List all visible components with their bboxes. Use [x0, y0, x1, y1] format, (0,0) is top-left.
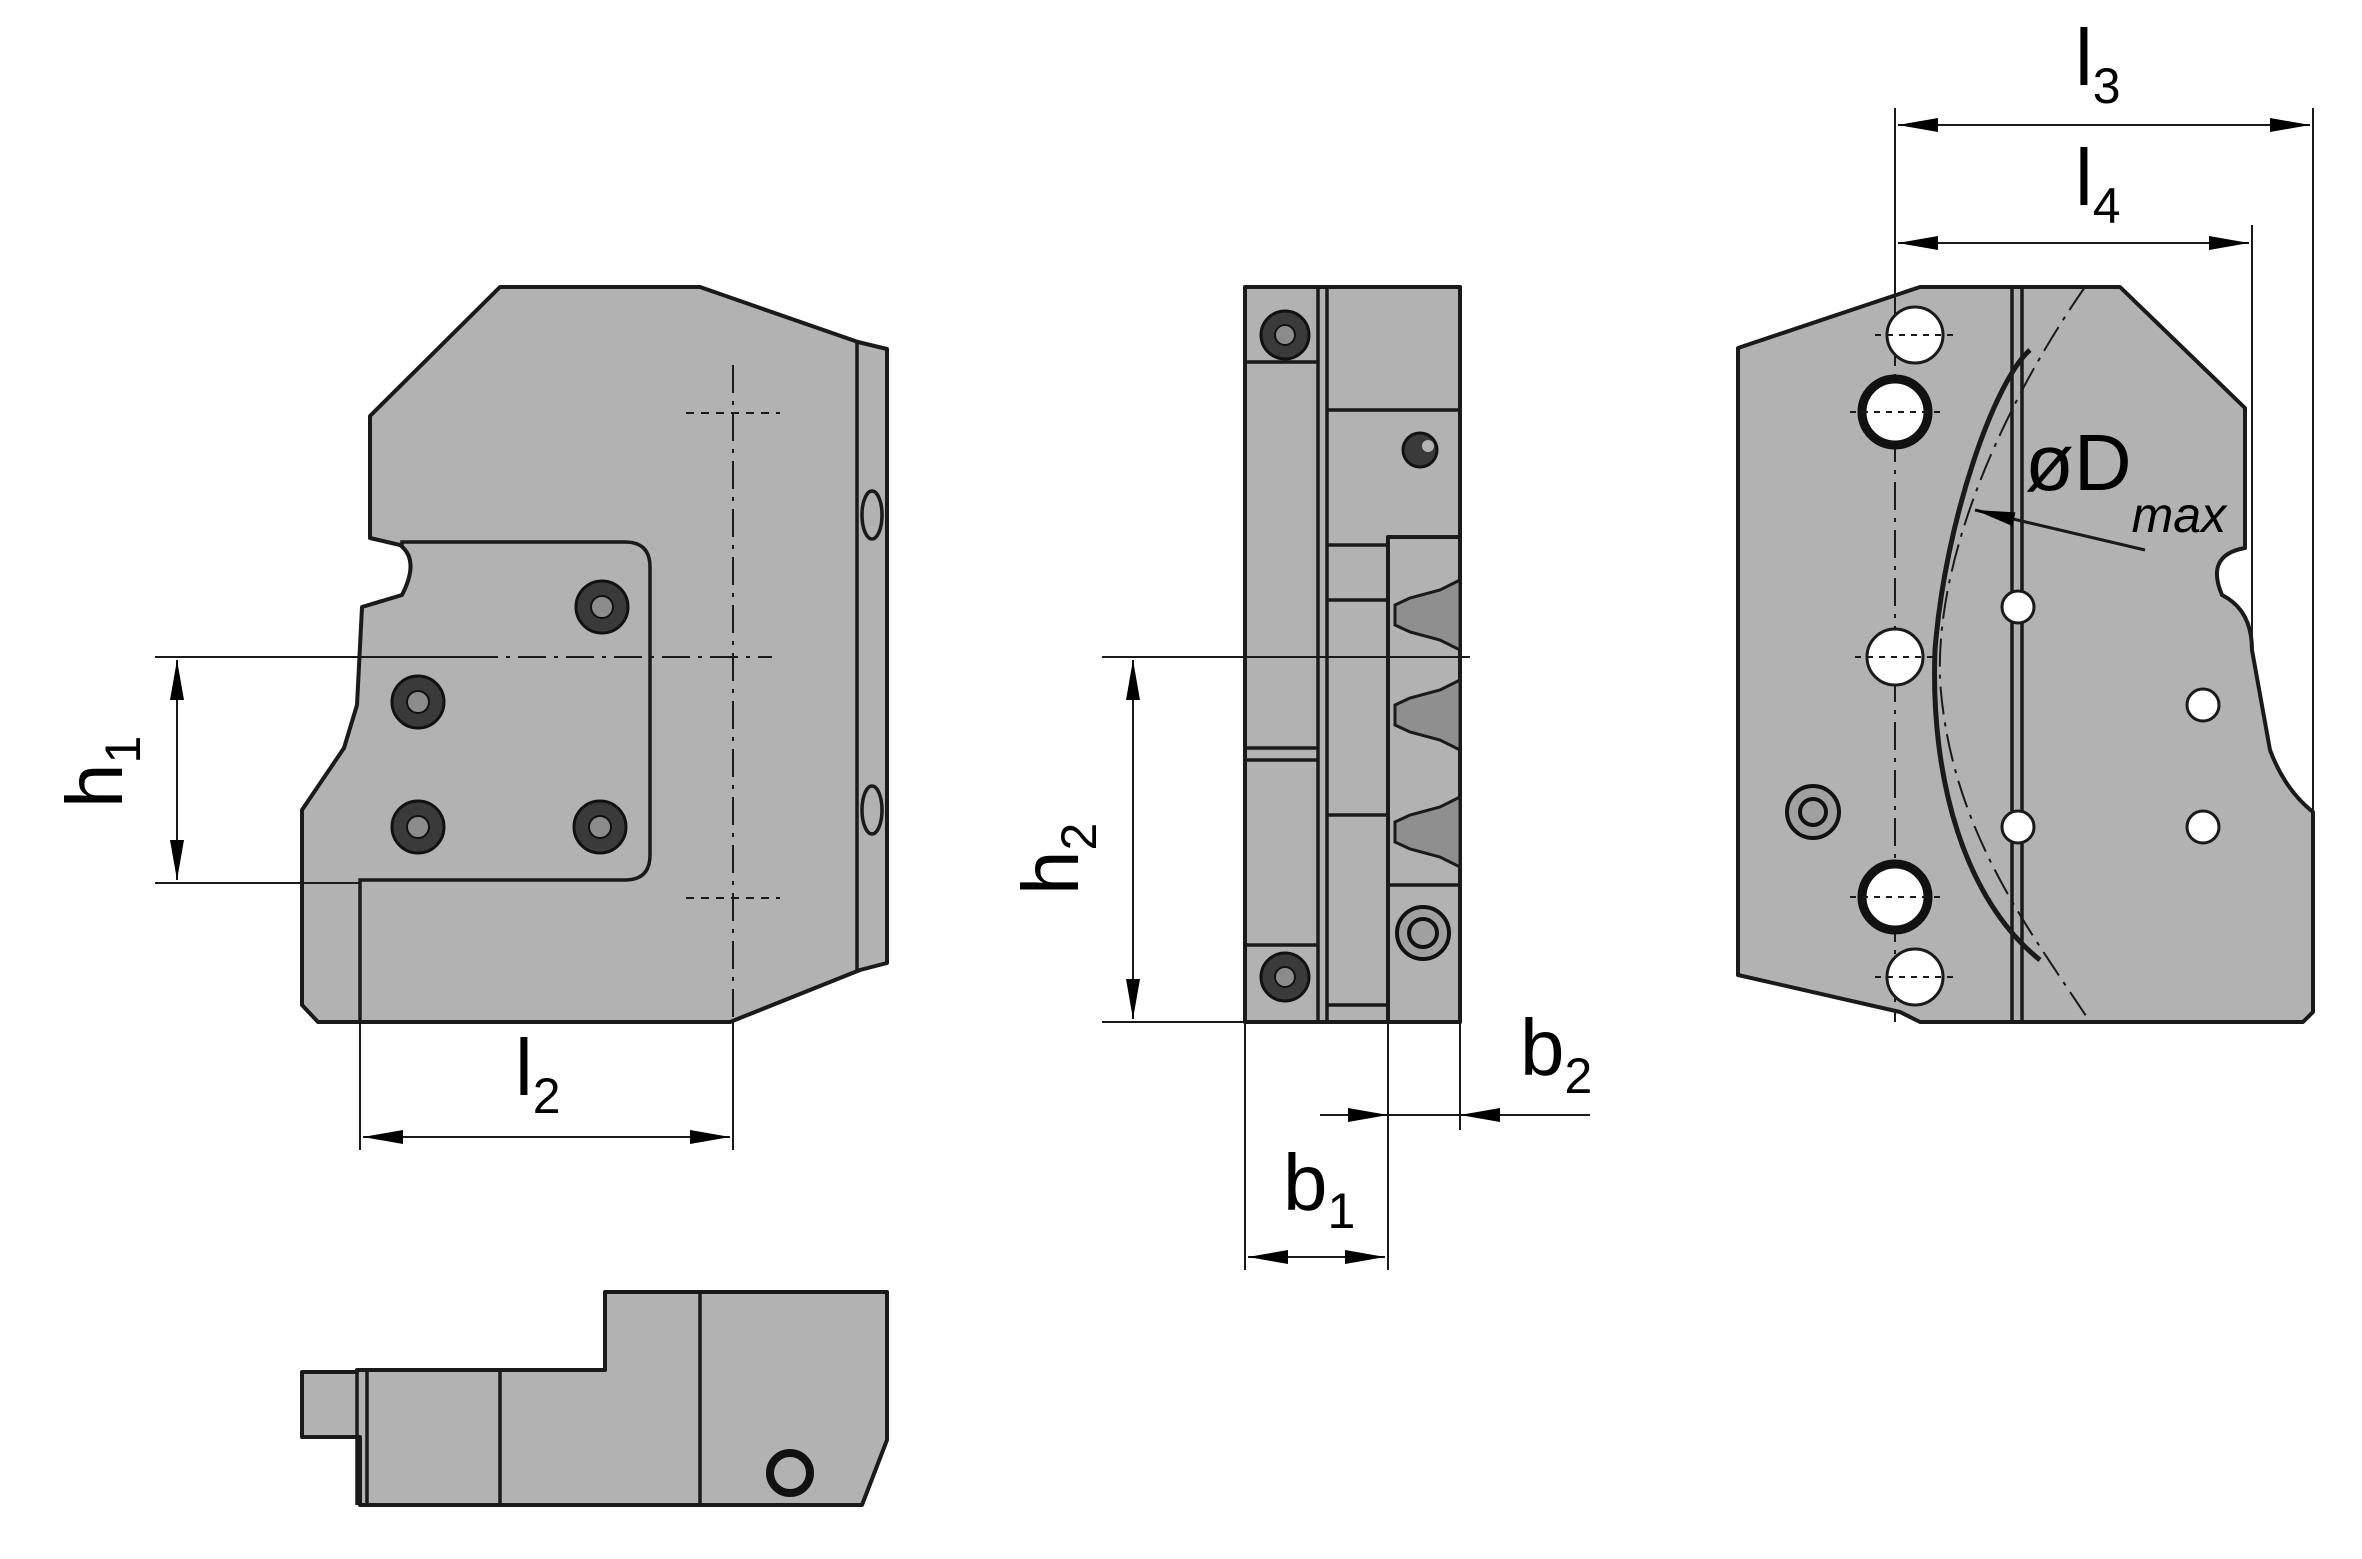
hole-icon [1857, 859, 1933, 935]
hole-icon [2185, 809, 2221, 845]
front-view [300, 285, 889, 1024]
b2-label: b2 [1520, 1003, 1592, 1104]
port-icon [1395, 905, 1451, 961]
h2-label: h2 [1006, 823, 1107, 895]
screw-icon [390, 799, 446, 855]
plug-icon [1401, 431, 1439, 469]
nozzle-icon [1393, 794, 1462, 870]
hole-icon [2185, 687, 2221, 723]
rear-view: øDmax [1736, 285, 2315, 1024]
dimension-l2: l2 [359, 1022, 734, 1150]
dimension-h2: h2 [1006, 656, 1470, 1023]
port-icon [766, 1449, 814, 1497]
rear-view-bore-centerline [1938, 286, 2091, 1023]
front-view-slot-top [860, 489, 884, 541]
dmax-leader [1974, 508, 2146, 552]
screw-icon [1259, 951, 1311, 1003]
hole-icon [1857, 374, 1933, 450]
screw-icon [574, 579, 630, 635]
b1-label: b1 [1283, 1138, 1355, 1239]
nozzle-icon [1393, 577, 1462, 653]
h1-label: h1 [50, 736, 151, 808]
rear-view-body [1736, 285, 2315, 1024]
l3-label: l3 [2075, 13, 2121, 114]
hole-icon [2000, 589, 2036, 625]
bottom-view-body [300, 1290, 889, 1507]
dimension-b2: b2 [1320, 1003, 1592, 1130]
screw-icon [572, 799, 628, 855]
dimension-b1: b1 [1244, 1022, 1389, 1270]
front-view-plate [358, 540, 652, 1022]
l2-label: l2 [515, 1023, 561, 1124]
dimension-l4: l4 [1898, 133, 2253, 650]
front-view-body [300, 285, 889, 1024]
l4-label: l4 [2075, 133, 2121, 234]
dimension-l3: l3 [1894, 13, 2314, 812]
screw-icon [390, 674, 446, 730]
side-view [1243, 285, 1462, 1024]
bottom-view [300, 1290, 889, 1507]
hole-icon [2000, 809, 2036, 845]
screw-icon [1259, 309, 1311, 361]
dmax-label: øDmax [2025, 418, 2228, 543]
rear-view-bore-arc [1932, 348, 2042, 962]
dimension-h1: h1 [50, 656, 470, 884]
front-view-slot-bottom [860, 784, 884, 836]
nozzle-icon [1393, 677, 1462, 753]
port-icon [1785, 784, 1841, 840]
